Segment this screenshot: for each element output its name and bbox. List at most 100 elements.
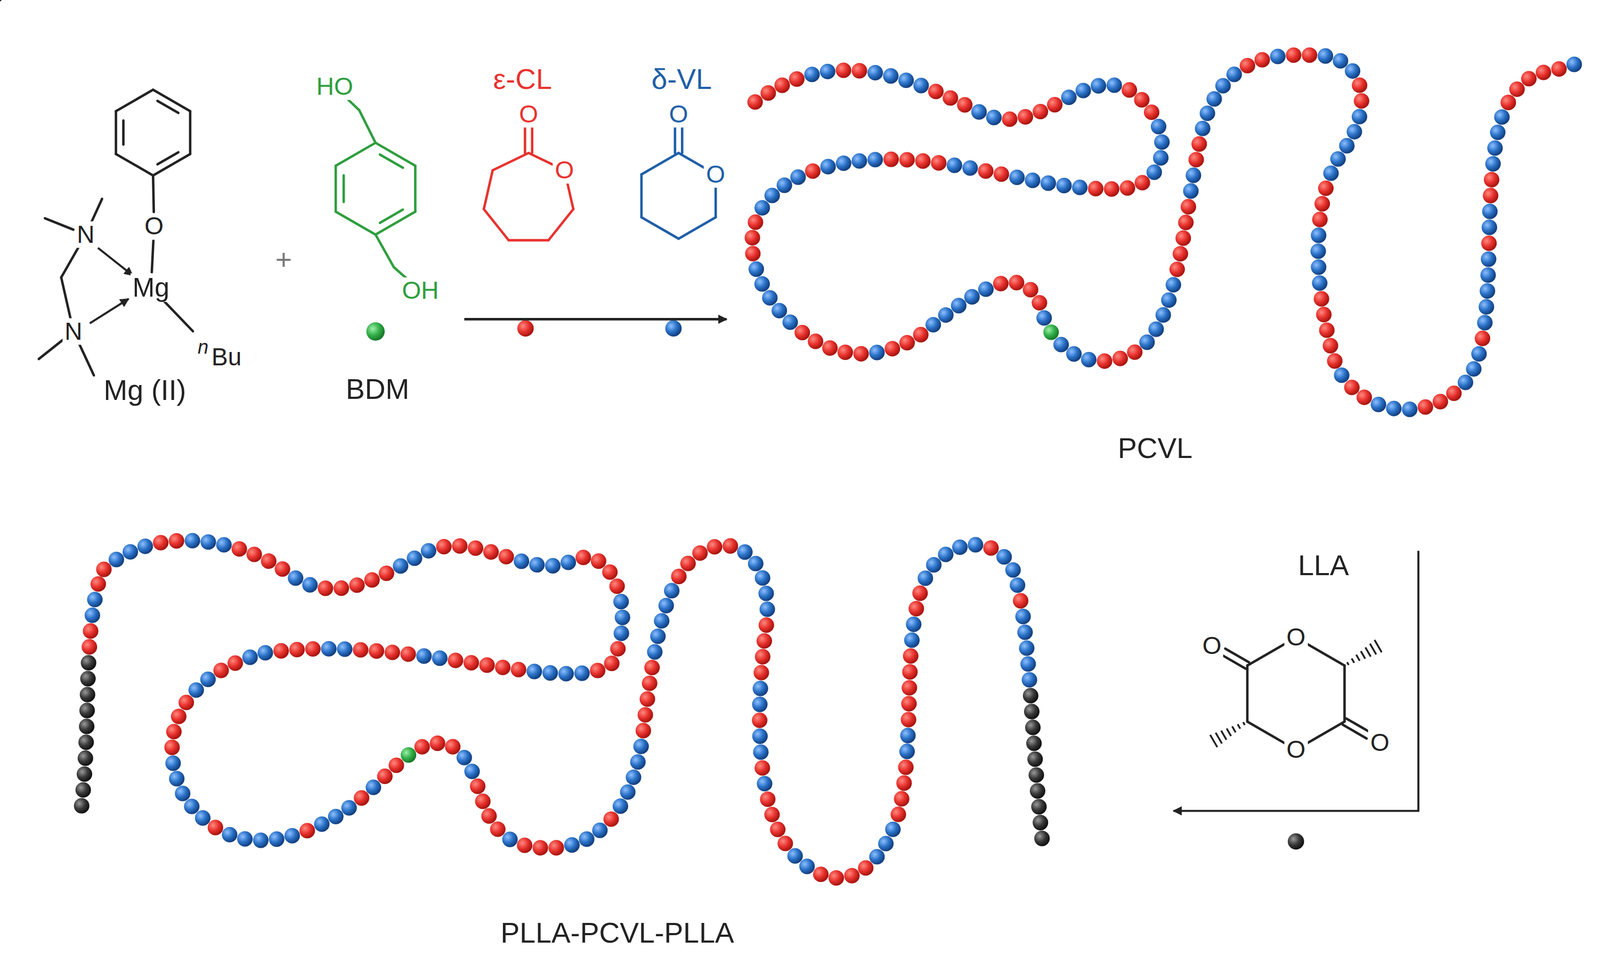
monomer-bead	[753, 664, 769, 681]
bond-line	[151, 240, 154, 273]
atom-label: O	[516, 101, 540, 128]
monomer-bead	[341, 800, 357, 816]
monomer-bead	[1155, 307, 1172, 323]
monomer-bead	[748, 556, 764, 572]
monomer-bead	[899, 743, 915, 760]
bond-line	[714, 187, 718, 218]
monomer-bead	[633, 738, 649, 755]
monomer-bead	[928, 83, 944, 100]
monomer-bead	[532, 840, 549, 856]
monomer-bead	[1071, 179, 1088, 196]
monomer-bead	[759, 791, 776, 808]
monomer-bead	[164, 740, 180, 756]
monomer-bead	[898, 759, 914, 776]
monomer-dot	[366, 322, 385, 341]
monomer-bead	[1043, 324, 1059, 340]
atom-label: O	[142, 213, 166, 240]
monomer-bead	[1338, 137, 1355, 154]
monomer-bead	[227, 655, 243, 672]
monomer-bead	[956, 96, 973, 113]
monomer-bead	[925, 317, 941, 333]
atom-label: O	[704, 161, 728, 189]
monomer-bead	[1029, 783, 1046, 800]
monomer-bead	[1022, 688, 1039, 704]
bond-line	[116, 90, 154, 112]
monomer-bead	[416, 648, 432, 664]
monomer-bead	[483, 544, 499, 560]
monomer-bead	[962, 160, 978, 176]
monomer-bead	[174, 785, 191, 802]
monomer-bead	[1028, 767, 1044, 784]
monomer-bead	[1139, 334, 1155, 351]
monomer-bead	[560, 554, 576, 571]
compound-label: LLA	[1295, 550, 1351, 582]
monomer-bead	[1310, 227, 1327, 243]
monomer-bead	[807, 333, 824, 349]
monomer-bead	[432, 650, 448, 667]
monomer-bead	[758, 586, 774, 602]
hashed-wedge	[1209, 735, 1217, 748]
monomer-bead	[1008, 274, 1025, 291]
bond-line	[1307, 644, 1345, 666]
monomer-bead	[1310, 259, 1327, 275]
monomer-bead	[913, 77, 929, 94]
monomer-bead	[436, 539, 452, 555]
monomer-bead	[868, 849, 885, 865]
monomer-bead	[80, 655, 97, 671]
monomer-bead	[1239, 58, 1256, 74]
monomer-bead	[835, 62, 852, 78]
monomer-bead	[1015, 608, 1031, 625]
monomer-bead	[1027, 751, 1043, 768]
monomer-bead	[776, 177, 793, 193]
monomer-bead	[1432, 394, 1449, 410]
monomer-bead	[1417, 399, 1434, 416]
bond-line	[1247, 644, 1285, 666]
monomer-bead	[1097, 353, 1113, 370]
bond-line	[359, 110, 376, 143]
monomer-bead	[80, 671, 96, 687]
monomer-bead	[1535, 64, 1551, 80]
hashed-wedge	[1226, 728, 1231, 737]
monomer-bead	[589, 662, 606, 679]
monomer-bead	[612, 798, 629, 815]
monomer-bead	[819, 63, 836, 80]
hashed-wedge	[1237, 724, 1241, 729]
monomer-bead	[384, 644, 401, 661]
bond-line	[78, 343, 94, 376]
monomer-bead	[782, 314, 799, 330]
monomer-bead	[1478, 299, 1494, 315]
monomer-bead	[930, 155, 947, 171]
monomer-bead	[756, 633, 773, 649]
monomer-dot	[517, 320, 534, 337]
monomer-bead	[915, 153, 931, 169]
monomer-bead	[613, 626, 630, 642]
monomer-bead	[1199, 105, 1216, 121]
monomer-bead	[868, 344, 885, 361]
monomer-bead	[787, 848, 803, 865]
monomer-bead	[867, 65, 883, 81]
monomer-bead	[878, 835, 894, 852]
monomer-bead	[835, 155, 852, 172]
monomer-bead	[604, 655, 620, 672]
monomer-bead	[317, 580, 334, 597]
monomer-bead	[1046, 96, 1063, 113]
bond-line	[44, 218, 73, 230]
monomer-bead	[1317, 48, 1334, 64]
monomer-bead	[1346, 124, 1362, 140]
monomer-bead	[377, 768, 393, 785]
monomer-bead	[747, 94, 763, 110]
monomer-bead	[90, 576, 107, 592]
atom-label: O	[667, 101, 690, 128]
monomer-bead	[890, 807, 907, 823]
monomer-bead	[1351, 109, 1368, 125]
monomer-bead	[853, 346, 869, 362]
monomer-bead	[516, 838, 533, 854]
monomer-bead	[1031, 295, 1047, 311]
monomer-bead	[1032, 815, 1049, 831]
monomer-bead	[1323, 165, 1339, 182]
compound-label: BDM	[343, 374, 412, 405]
bond-line	[189, 111, 192, 154]
monomer-bead	[937, 546, 954, 563]
monomer-bead	[614, 610, 631, 626]
